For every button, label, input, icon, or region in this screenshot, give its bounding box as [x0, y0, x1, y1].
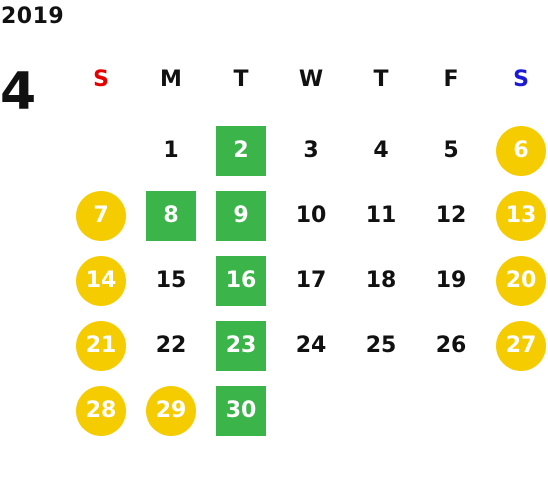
calendar-day-holiday: 27 — [496, 320, 546, 371]
calendar-day-cell[interactable]: 26 — [416, 313, 486, 378]
calendar-day-cell[interactable]: 5 — [416, 118, 486, 183]
calendar-day-cell[interactable]: 16 — [206, 248, 276, 313]
weekday-header-fri: F — [443, 67, 459, 92]
calendar-day-cell[interactable]: 21 — [66, 313, 136, 378]
weekday-header-mon: M — [160, 67, 182, 92]
calendar-day-weekday: 3 — [303, 137, 319, 163]
year-label: 2019 — [1, 4, 65, 29]
calendar-day-cell[interactable]: 13 — [486, 183, 548, 248]
calendar-day-cell[interactable]: 8 — [136, 183, 206, 248]
weekday-header-sat: S — [513, 67, 529, 92]
calendar-day-cell[interactable]: 23 — [206, 313, 276, 378]
calendar-day-cell[interactable]: 11 — [346, 183, 416, 248]
calendar-day-holiday: 29 — [146, 385, 196, 436]
calendar-day-holiday: 20 — [496, 255, 546, 306]
calendar-day-cell[interactable]: 29 — [136, 378, 206, 443]
calendar-day-cell[interactable]: 22 — [136, 313, 206, 378]
calendar-day-weekday: 15 — [155, 267, 187, 293]
calendar-day-cell[interactable]: 30 — [206, 378, 276, 443]
calendar-day-cell[interactable]: 3 — [276, 118, 346, 183]
calendar-day-weekday: 1 — [163, 137, 179, 163]
calendar-day-event: 2 — [216, 125, 266, 176]
calendar-day-cell[interactable]: 28 — [66, 378, 136, 443]
calendar-day-cell[interactable]: 2 — [206, 118, 276, 183]
calendar-day-weekday: 24 — [295, 332, 327, 358]
weekday-header-sun: S — [93, 67, 109, 92]
calendar-day-event: 30 — [216, 385, 266, 436]
calendar-day-event: 23 — [216, 320, 266, 371]
calendar-day-cell[interactable]: 15 — [136, 248, 206, 313]
calendar-day-cell[interactable]: 9 — [206, 183, 276, 248]
month-label: 4 — [0, 62, 37, 122]
calendar-day-cell[interactable]: 19 — [416, 248, 486, 313]
calendar-day-cell[interactable]: 17 — [276, 248, 346, 313]
calendar-day-weekday: 22 — [155, 332, 187, 358]
calendar-day-cell[interactable]: 4 — [346, 118, 416, 183]
calendar-day-cell[interactable]: 10 — [276, 183, 346, 248]
calendar-day-cell[interactable]: 24 — [276, 313, 346, 378]
calendar-day-holiday: 7 — [76, 190, 126, 241]
calendar-day-holiday: 6 — [496, 125, 546, 176]
calendar-day-cell[interactable]: 27 — [486, 313, 548, 378]
calendar-day-weekday: 12 — [435, 202, 467, 228]
calendar-day-holiday: 13 — [496, 190, 546, 241]
weekday-header-thu: T — [373, 67, 389, 92]
calendar-day-cell[interactable]: 12 — [416, 183, 486, 248]
calendar-day-cell[interactable]: 18 — [346, 248, 416, 313]
calendar-day-holiday: 28 — [76, 385, 126, 436]
calendar-day-holiday: 21 — [76, 320, 126, 371]
calendar-day-weekday: 26 — [435, 332, 467, 358]
calendar-day-cell[interactable]: 25 — [346, 313, 416, 378]
weekday-header-tue: T — [233, 67, 249, 92]
calendar-day-weekday: 10 — [295, 202, 327, 228]
calendar-day-cell[interactable]: 1 — [136, 118, 206, 183]
calendar-day-event: 16 — [216, 255, 266, 306]
calendar-day-weekday: 11 — [365, 202, 397, 228]
calendar-day-weekday: 5 — [443, 137, 459, 163]
calendar-day-weekday: 17 — [295, 267, 327, 293]
calendar-day-weekday: 18 — [365, 267, 397, 293]
calendar-day-event: 8 — [146, 190, 196, 241]
calendar-day-weekday: 25 — [365, 332, 397, 358]
calendar-day-cell[interactable]: 14 — [66, 248, 136, 313]
calendar-day-weekday: 19 — [435, 267, 467, 293]
calendar-day-cell[interactable]: 7 — [66, 183, 136, 248]
calendar-day-event: 9 — [216, 190, 266, 241]
calendar-day-cell[interactable]: 6 — [486, 118, 548, 183]
calendar-day-cell[interactable]: 20 — [486, 248, 548, 313]
weekday-header-wed: W — [298, 67, 324, 92]
calendar-day-holiday: 14 — [76, 255, 126, 306]
calendar-day-weekday: 4 — [373, 137, 389, 163]
